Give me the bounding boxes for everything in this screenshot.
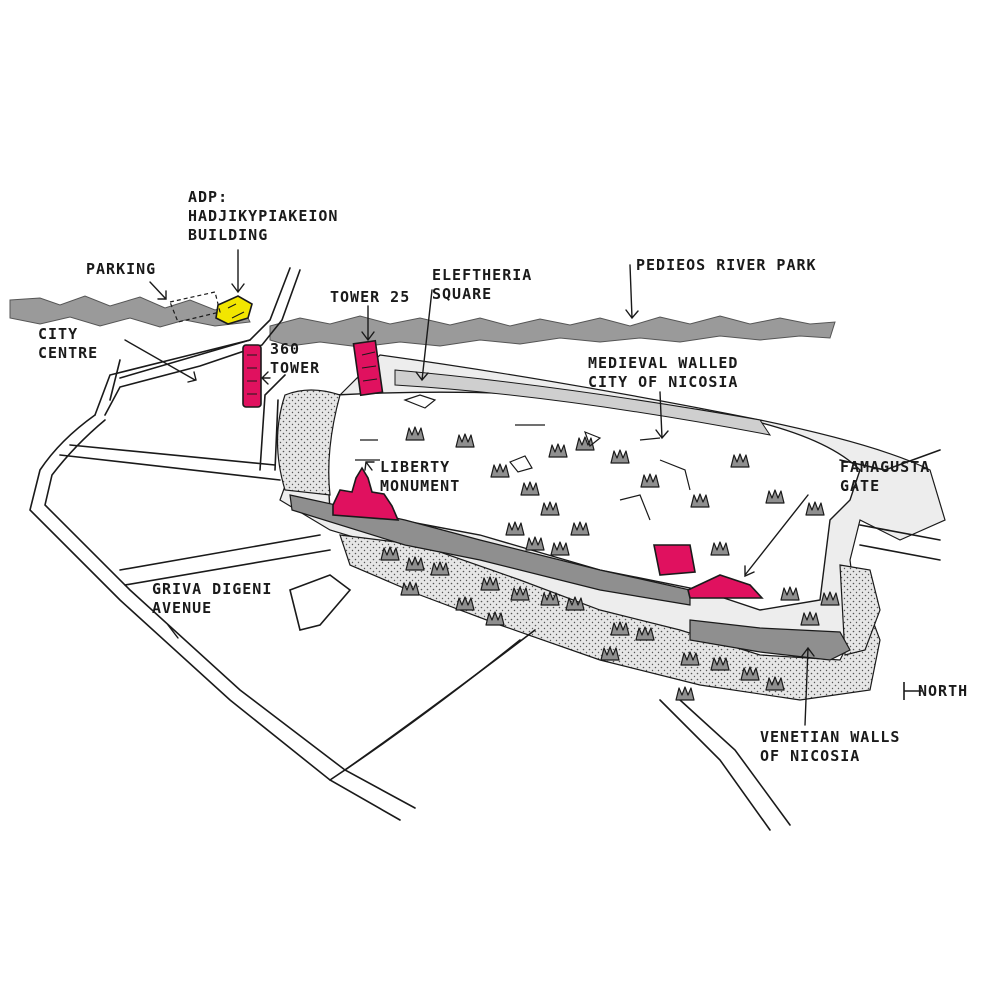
label-tower-25: TOWER 25 bbox=[330, 288, 411, 306]
bastion-west bbox=[276, 389, 341, 496]
label-north: NORTH bbox=[918, 682, 969, 700]
label-famagusta-gate: FAMAGUSTA GATE bbox=[840, 458, 931, 495]
venetian-walls bbox=[289, 494, 691, 606]
label-360-tower: 360 TOWER bbox=[270, 340, 321, 377]
adp-building bbox=[215, 295, 253, 325]
north-arrow-icon bbox=[903, 682, 922, 700]
landmark-tower-25 bbox=[352, 339, 384, 397]
landmark-liberty-monument bbox=[332, 466, 400, 521]
building-footprints bbox=[355, 394, 691, 521]
label-pedieos-river-park: PEDIEOS RIVER PARK bbox=[636, 256, 817, 274]
label-venetian-walls: VENETIAN WALLS OF NICOSIA bbox=[760, 728, 901, 765]
label-city-centre: CITY CENTRE bbox=[38, 325, 99, 362]
landmark-360-tower bbox=[242, 344, 262, 408]
label-liberty-monument: LIBERTY MONUMENT bbox=[380, 458, 461, 495]
landmark-famagusta-gate-buildings bbox=[653, 544, 764, 599]
venetian-walls-north bbox=[394, 369, 772, 436]
label-parking: PARKING bbox=[86, 260, 157, 278]
label-eleftheria-square: ELEFTHERIA SQUARE bbox=[432, 266, 533, 303]
label-adp-building-line1: HADJIKYPIAKEION bbox=[188, 207, 339, 225]
road-network bbox=[29, 267, 941, 831]
river-park-band bbox=[9, 295, 836, 348]
label-griva-digeni-avenue: GRIVA DIGENI AVENUE bbox=[152, 580, 273, 617]
label-adp-building-line2: BUILDING bbox=[188, 226, 269, 244]
label-adp-building: ADP: HADJIKYPIAKEION BUILDING bbox=[188, 188, 338, 245]
label-medieval-walled-city: MEDIEVAL WALLED CITY OF NICOSIA bbox=[588, 354, 739, 391]
label-adp-title: ADP: bbox=[188, 188, 229, 206]
leader-lines bbox=[124, 249, 815, 726]
parking-outline bbox=[169, 291, 221, 323]
